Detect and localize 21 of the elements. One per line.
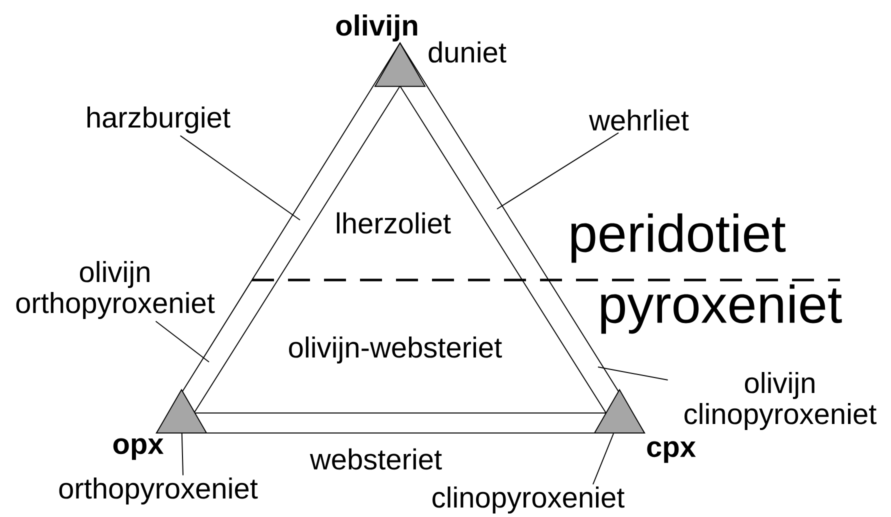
rock-name: harzburgiet <box>87 106 230 134</box>
rock-name: olivijn orthopyroxeniet <box>16 260 215 320</box>
rock-name: orthopyroxeniet <box>59 478 258 505</box>
field-label: duniet <box>428 41 506 63</box>
field-label: websteriet <box>310 448 442 470</box>
field-label: lherzoliet <box>336 212 451 234</box>
leader-line <box>180 135 300 220</box>
rock-name: clinopyroxeniet <box>432 486 624 514</box>
rock-name: wehrliet <box>589 109 689 131</box>
leader-line <box>181 433 184 476</box>
vertex-label: olivijn <box>336 14 418 42</box>
leader-line <box>598 366 668 381</box>
leader-line <box>592 433 614 485</box>
leader-line <box>496 132 620 210</box>
field-label: olivijn-websteriet <box>289 336 502 364</box>
leader-line <box>155 320 210 362</box>
group-label: pyroxeniet <box>601 284 842 334</box>
rock-name: olivijn clinopyroxeniet <box>684 372 876 430</box>
vertex-label: opx <box>113 438 164 460</box>
vertex-label: cpx <box>647 441 696 463</box>
group-label: peridotiet <box>571 213 786 263</box>
